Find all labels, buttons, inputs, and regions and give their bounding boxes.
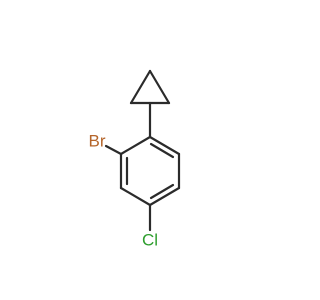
ring-double-bond-inner-b (149, 183, 175, 200)
ring-double-bond-inner-c (149, 142, 175, 159)
bromine-bond (104, 144, 123, 156)
ring-bond-c4-c5 (148, 186, 181, 207)
cyclopropyl-bond-left (129, 69, 152, 105)
ring-bond-c3-c4 (119, 186, 152, 207)
ring-bond-c1-c2 (119, 135, 152, 156)
ring-bond-c6-c1 (148, 135, 181, 156)
cyclopropyl-bond-right (148, 69, 171, 105)
molecule-drawing: Br Cl (89, 69, 181, 249)
bromine-label: Br (89, 131, 106, 150)
structure-canvas: Br Cl (88, 69, 181, 250)
chlorine-label: Cl (142, 230, 158, 249)
